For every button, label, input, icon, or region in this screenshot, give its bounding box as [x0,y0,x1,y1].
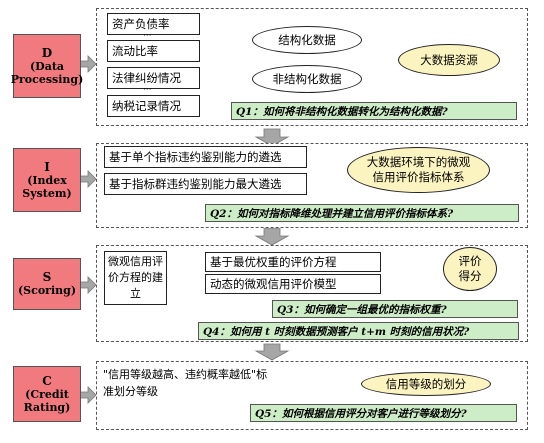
s-input-2: 动态的微观信用评价模型 [205,274,381,294]
stage-i-name: (Index System) [22,173,72,200]
score-oval: 评价得分 [443,247,497,291]
credit-grade-oval: 信用等级的划分 [361,372,491,396]
d-ellipsis-2: ··· [143,85,152,95]
stage-c-name: (Credit Rating) [23,387,71,414]
stage-s-name: (Scoring) [17,284,77,297]
structured-data-oval: 结构化数据 [252,26,362,54]
d-input-4: 纳税记录情况 [107,95,200,117]
d-ellipsis-1: ··· [143,31,152,41]
stage-c-box: C (Credit Rating) [13,366,81,422]
question-q5: Q5：如何根据信用评分对客户进行等级划分? [250,404,517,422]
unstructured-data-oval: 非结构化数据 [252,65,362,93]
index-system-oval: 大数据环境下的微观信用评价指标体系 [347,147,490,193]
question-q1: Q1：如何将非结构化数据转化为结构化数据? [231,102,517,120]
stage-d-name: (Data Processing) [10,59,84,86]
big-data-oval: 大数据资源 [398,44,500,76]
i-input-1: 基于单个指标违约鉴别能力的遴选 [104,146,307,168]
d-input-2: 流动比率 [107,40,200,62]
d-input-3: 法律纠纷情况 [107,67,200,89]
stage-c-letter: C [42,373,52,388]
stage-d-box: D (Data Processing) [10,34,84,98]
i-input-2: 基于指标群违约鉴别能力最大遴选 [104,173,307,195]
stage-i-box: I (Index System) [13,148,81,212]
s-input-1: 基于最优权重的评价方程 [205,252,381,272]
stage-s-box: S (Scoring) [13,258,81,310]
c-left-text: "信用等级越高、违约概率越低"标准划分等级 [103,368,268,398]
stage-s-letter: S [42,270,52,284]
question-q4: Q4：如何用 t 时刻数据预测客户 t+m 时刻的信用状况? [198,322,519,340]
s-left-box: 微观信用评价方程的建立 [104,251,167,305]
stage-d-letter: D [41,45,53,60]
stage-i-letter: I [44,159,50,174]
question-q3: Q3：如何确定一组最优的指标权重? [272,300,518,318]
question-q2: Q2：如何对指标降维处理并建立信用评价指标体系? [205,204,519,222]
d-input-1: 资产负债率 [107,13,200,35]
